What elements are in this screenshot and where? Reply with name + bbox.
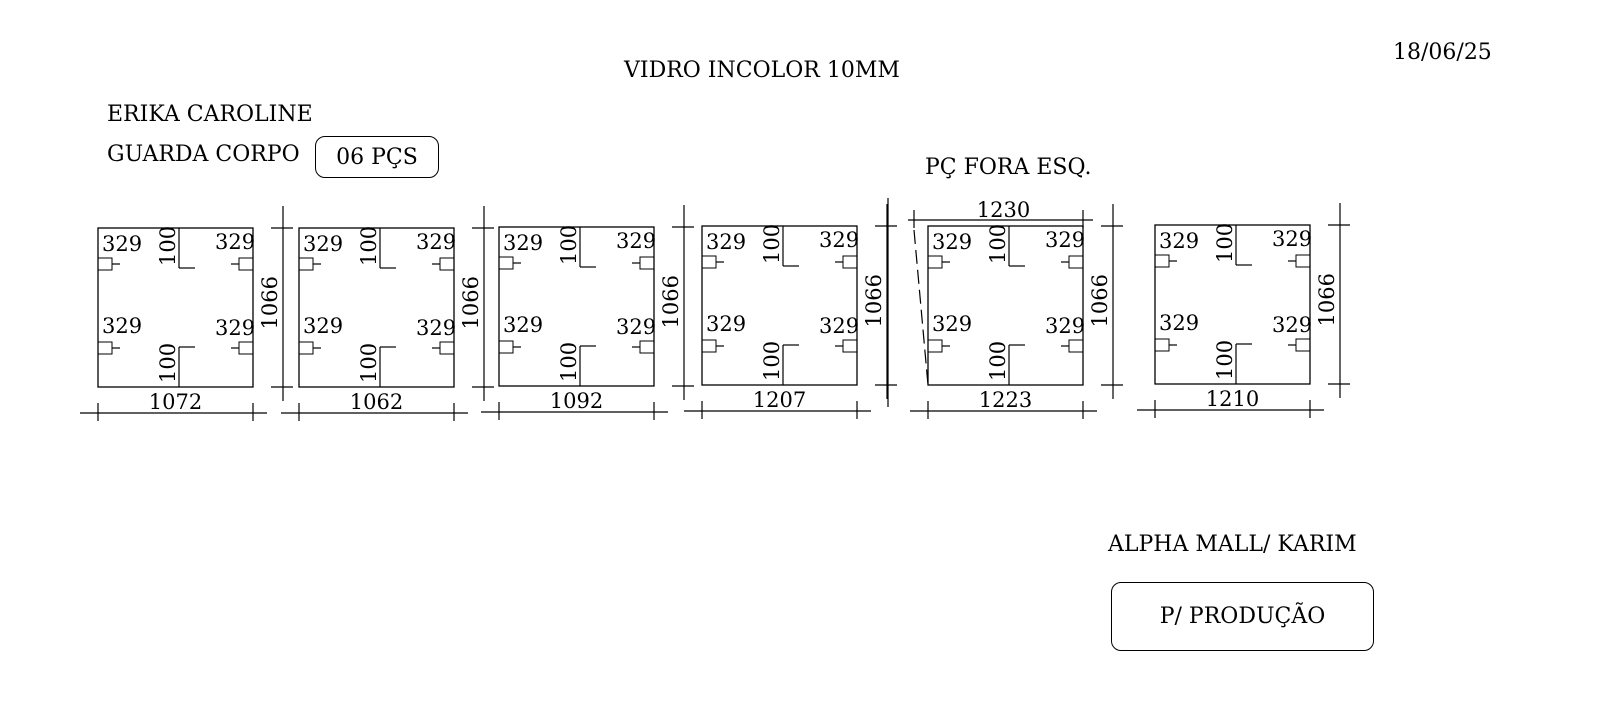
panel-4-hole-tl-label: 329 [706,230,746,254]
panel-6-hole-br-mark [1295,338,1311,352]
quantity-box: 06 PÇS [315,136,439,178]
panel-5-skew-edge [913,229,929,386]
panel-2-notch-top-label: 100 [357,226,381,266]
panel-1-notch-top-label: 100 [156,226,180,266]
panel-2-width-label: 1062 [350,390,403,414]
panel-3-height-label: 1066 [659,275,683,328]
panel-3-hole-tr-mark [639,256,655,270]
panel-3-width-label: 1092 [550,389,603,413]
panel-3-hole-bl-label: 329 [503,313,543,337]
panel-2-outline [298,227,455,388]
panel-6-hole-tl-mark [1154,254,1170,268]
panel-4-notch-bottom-label: 100 [760,341,784,381]
panel-3-hole-br-mark [639,340,655,354]
panel-6-hole-bl-mark [1154,338,1170,352]
panel-6-hole-tr-label: 329 [1272,227,1312,251]
panel-6-hole-br-label: 329 [1272,313,1312,337]
panel-3-hole-tl-mark [498,256,514,270]
panel-4-outline [701,225,858,386]
panel-2-hole-tr-mark [439,257,455,271]
panel-1-width-label: 1072 [149,390,202,414]
panel-3-notch-bottom-label: 100 [557,342,581,382]
panel-1-hole-bl-label: 329 [102,314,142,338]
panel-4-notch-top-label: 100 [760,224,784,264]
panel-5-notch-top-label: 100 [986,224,1010,264]
panel-2-hole-br-mark [439,341,455,355]
panel-5-height-label: 1066 [1088,274,1112,327]
project-name: ALPHA MALL/ KARIM [1108,532,1357,557]
panel-3-hole-br-label: 329 [616,315,656,339]
panel-3-hole-tl-label: 329 [503,231,543,255]
panel-6-hole-tl-label: 329 [1159,229,1199,253]
panel-1-hole-tr-label: 329 [215,230,255,254]
panel-1-outline [97,227,254,388]
panel-3-outline [498,226,655,387]
panel-6-notch-bottom-label: 100 [1213,340,1237,380]
panel-1-hole-br-mark [238,341,254,355]
panel-5-hole-tr-mark [1068,255,1084,269]
panel-4-hole-br-label: 329 [819,314,859,338]
panel-1-hole-bl-mark [97,341,113,355]
panel-4-hole-tl-mark [701,255,717,269]
panel-1-hole-br-label: 329 [215,316,255,340]
date-label: 18/06/25 [1393,40,1492,65]
panel-1-hole-tr-mark [238,257,254,271]
panel-5-hole-br-mark [1068,339,1084,353]
panel-1-height-label: 1066 [258,276,282,329]
panel-4-hole-bl-label: 329 [706,312,746,336]
panel-1-notch-bottom-label: 100 [156,343,180,383]
panel-5-notch-bottom-label: 100 [986,341,1010,381]
status-box: P/ PRODUÇÃO [1111,582,1374,651]
panel-5-hole-br-label: 329 [1045,314,1085,338]
panel-1-hole-tl-mark [97,257,113,271]
panel-6-outline [1154,224,1311,385]
panel-6-width-label: 1210 [1206,387,1259,411]
panel-3-hole-bl-mark [498,340,514,354]
panel-4-width-label: 1207 [753,388,806,412]
panel-6-height-label: 1066 [1315,273,1339,326]
panel-3-notch-top-label: 100 [557,225,581,265]
quantity-label: 06 PÇS [336,144,418,170]
panel-6-hole-tr-mark [1295,254,1311,268]
panel-5-hole-tr-label: 329 [1045,228,1085,252]
panel-2-hole-tl-label: 329 [303,232,343,256]
panel-5-hole-tl-mark [927,255,943,269]
panel-5-hole-bl-label: 329 [932,312,972,336]
panel-2-hole-bl-label: 329 [303,314,343,338]
panel-2-hole-br-label: 329 [416,316,456,340]
panel-2-notch-bottom-label: 100 [357,343,381,383]
material-title: VIDRO INCOLOR 10MM [624,58,900,83]
panel-6-notch-top-label: 100 [1213,223,1237,263]
product-name: GUARDA CORPO [107,142,300,167]
panel-3-hole-tr-label: 329 [616,229,656,253]
out-of-square-note: PÇ FORA ESQ. [925,155,1092,180]
panel-2-hole-tl-mark [298,257,314,271]
panel-5-top-width-label: 1230 [977,198,1030,222]
panel-4-hole-tr-label: 329 [819,228,859,252]
panel-4-height-label: 1066 [862,274,886,327]
status-label: P/ PRODUÇÃO [1159,604,1326,629]
panel-4-hole-bl-mark [701,339,717,353]
panel-5-width-label: 1223 [979,388,1032,412]
panel-2-hole-tr-label: 329 [416,230,456,254]
client-name: ERIKA CAROLINE [107,102,313,127]
panel-5-outline [927,225,1084,386]
panel-4-hole-tr-mark [842,255,858,269]
panel-6-hole-bl-label: 329 [1159,311,1199,335]
panel-5-hole-tl-label: 329 [932,230,972,254]
panel-1-hole-tl-label: 329 [102,232,142,256]
panel-2-height-label: 1066 [459,276,483,329]
panel-4-hole-br-mark [842,339,858,353]
panel-2-hole-bl-mark [298,341,314,355]
panel-5-hole-bl-mark [927,339,943,353]
